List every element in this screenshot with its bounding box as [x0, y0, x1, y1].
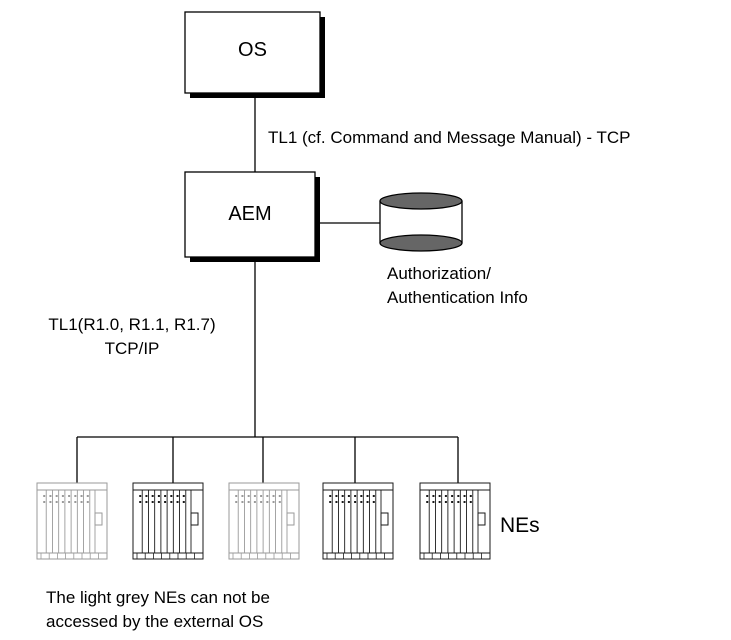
- database-cylinder-icon: [379, 192, 463, 252]
- os-label: OS: [238, 39, 267, 61]
- aem-node: [184, 171, 320, 262]
- network-element-rack-icon: [132, 482, 204, 560]
- aem-label: AEM: [228, 203, 272, 225]
- aem-nes-link-label-line1: TL1(R1.0, R1.1, R1.7): [48, 315, 216, 334]
- network-element-rack-icon: [419, 482, 491, 560]
- nes-label: NEs: [500, 514, 540, 537]
- ne-note-line1: The light grey NEs can not be: [46, 588, 270, 607]
- network-elements: [36, 482, 491, 560]
- network-element-rack-icon: [228, 482, 300, 560]
- aem-box: [184, 171, 316, 258]
- os-box: [184, 11, 321, 94]
- aem-nes-link-label-line2: TCP/IP: [104, 339, 160, 358]
- database-label-line2: Authentication Info: [387, 288, 528, 307]
- network-element-rack-icon: [36, 482, 108, 560]
- network-element-rack-icon: [322, 482, 394, 560]
- database-label-line1: Authorization/: [387, 264, 491, 283]
- ne-drop-lines: [76, 437, 459, 483]
- os-aem-link-label: TL1 (cf. Command and Message Manual) - T…: [268, 128, 631, 147]
- os-node: [184, 11, 325, 98]
- ne-note-line2: accessed by the external OS: [46, 612, 264, 631]
